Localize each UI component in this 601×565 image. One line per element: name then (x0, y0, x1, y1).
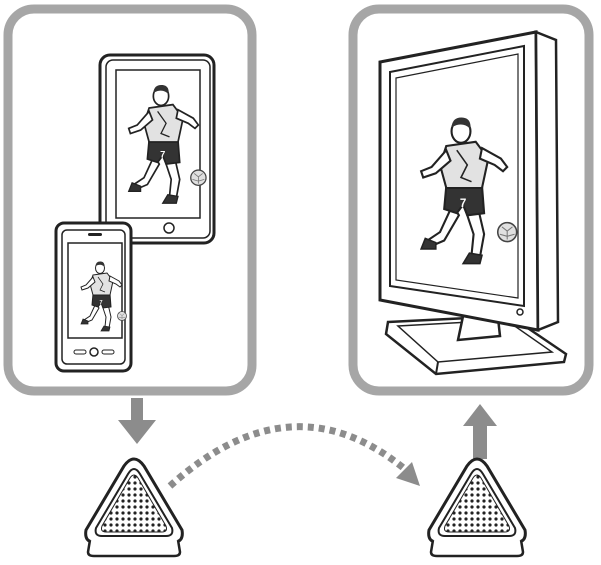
monitor-icon (380, 32, 566, 374)
speaker-icon (86, 459, 183, 556)
speaker-icon-right (429, 459, 526, 556)
tablet-icon (100, 55, 214, 243)
dotted-link-arrow (170, 427, 420, 486)
smartphone-icon (56, 223, 131, 371)
down-arrow (118, 398, 156, 444)
up-arrow (463, 404, 497, 459)
